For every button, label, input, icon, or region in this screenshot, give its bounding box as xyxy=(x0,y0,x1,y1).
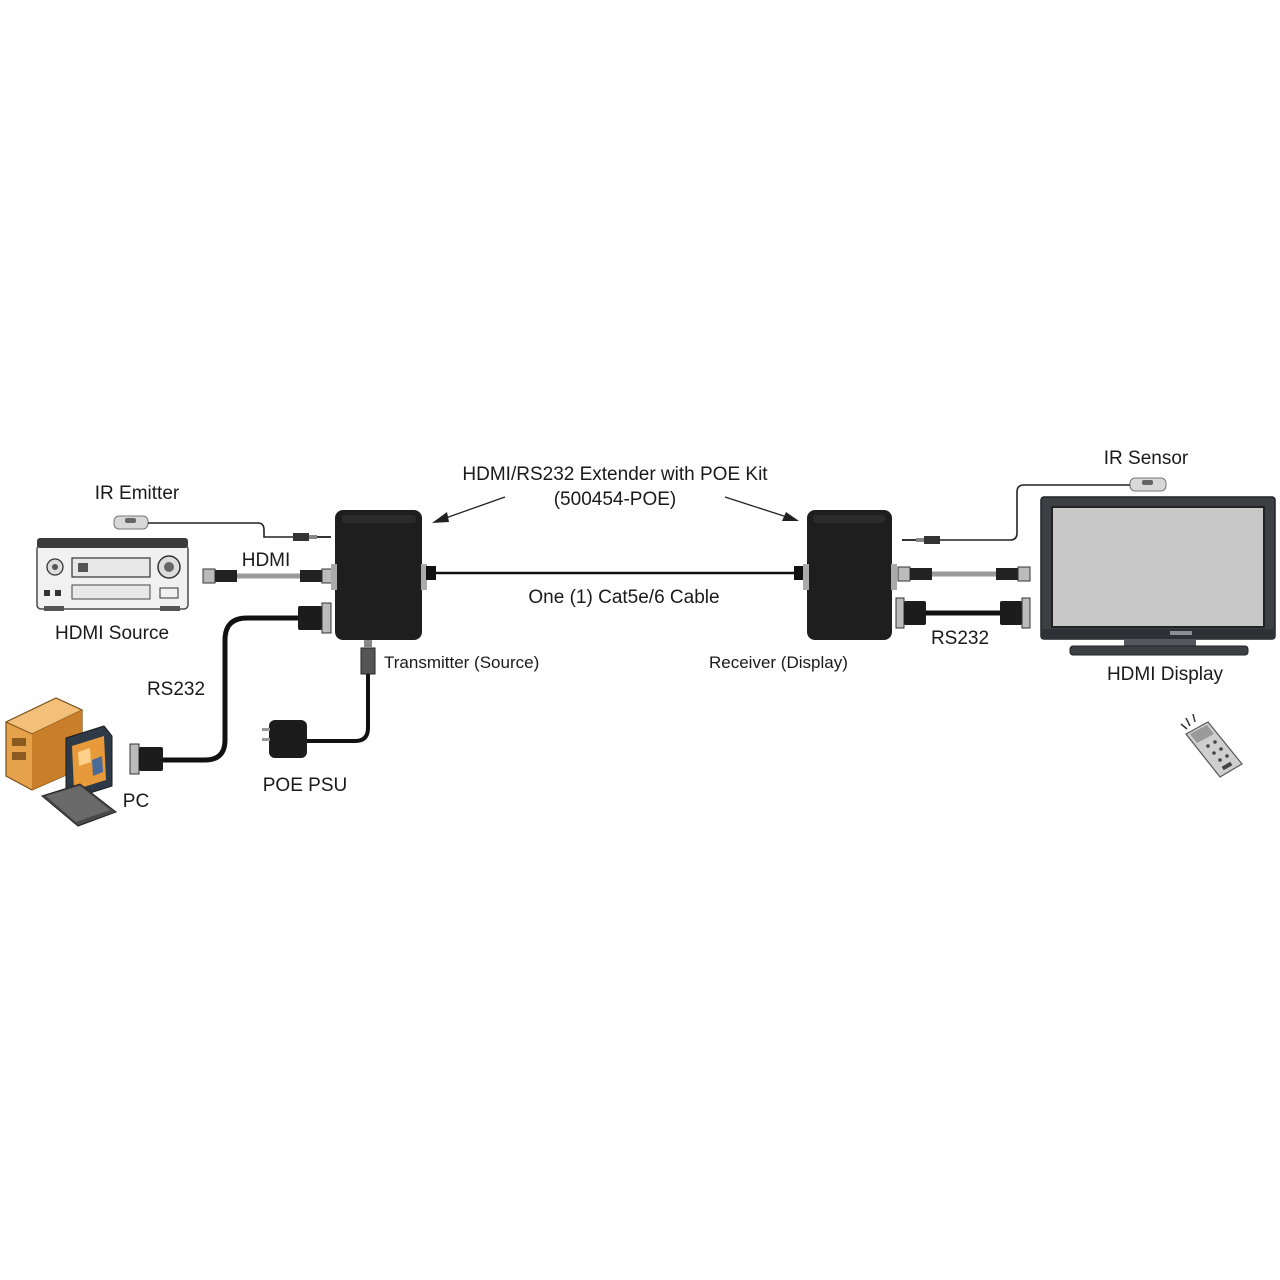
kit-model-number: (500454-POE) xyxy=(554,489,677,510)
rs232-right-label: RS232 xyxy=(931,628,989,649)
hdmi-cable-label: HDMI xyxy=(242,550,291,571)
remote-control-icon xyxy=(1180,713,1243,778)
ir-emitter-jack-icon xyxy=(293,533,331,541)
hdmi-input-cable xyxy=(202,568,335,584)
poe-psu-plug-icon xyxy=(360,640,376,675)
hdmi-source-device xyxy=(36,538,189,611)
rs232-left-cable xyxy=(162,615,298,763)
cat5e-cable xyxy=(426,566,804,580)
title-arrow-right xyxy=(724,496,799,521)
ir-sensor-cable xyxy=(940,484,1130,541)
pc-computer xyxy=(4,697,118,827)
poe-psu-label: POE PSU xyxy=(263,775,347,796)
hdmi-source-label: HDMI Source xyxy=(55,623,169,644)
transmitter-label: Transmitter (Source) xyxy=(384,653,539,672)
ir-sensor-jack-icon xyxy=(902,536,940,544)
kit-title: HDMI/RS232 Extender with POE Kit xyxy=(462,464,768,485)
rs232-db9-connector-icon xyxy=(298,602,332,634)
receiver-unit xyxy=(803,510,897,640)
rs232-right-cable xyxy=(895,597,1031,629)
cable-label: One (1) Cat5e/6 Cable xyxy=(528,587,719,608)
hdmi-display-label: HDMI Display xyxy=(1107,664,1224,685)
poe-psu-device xyxy=(262,720,307,758)
title-arrow-left xyxy=(432,496,506,523)
pc-label: PC xyxy=(123,791,149,812)
ir-emitter-device xyxy=(113,515,149,530)
ir-sensor-label: IR Sensor xyxy=(1104,448,1189,469)
transmitter-unit xyxy=(331,510,427,640)
ir-emitter-label: IR Emitter xyxy=(95,483,180,504)
rs232-left-label: RS232 xyxy=(147,679,205,700)
poe-psu-cable xyxy=(307,672,370,743)
receiver-label: Receiver (Display) xyxy=(709,653,848,672)
hdmi-display-device xyxy=(1040,496,1276,656)
hdmi-output-cable xyxy=(897,566,1031,582)
ir-sensor-device xyxy=(1129,477,1167,492)
ir-emitter-cable xyxy=(148,522,293,538)
rs232-pc-connector-icon xyxy=(129,743,163,775)
